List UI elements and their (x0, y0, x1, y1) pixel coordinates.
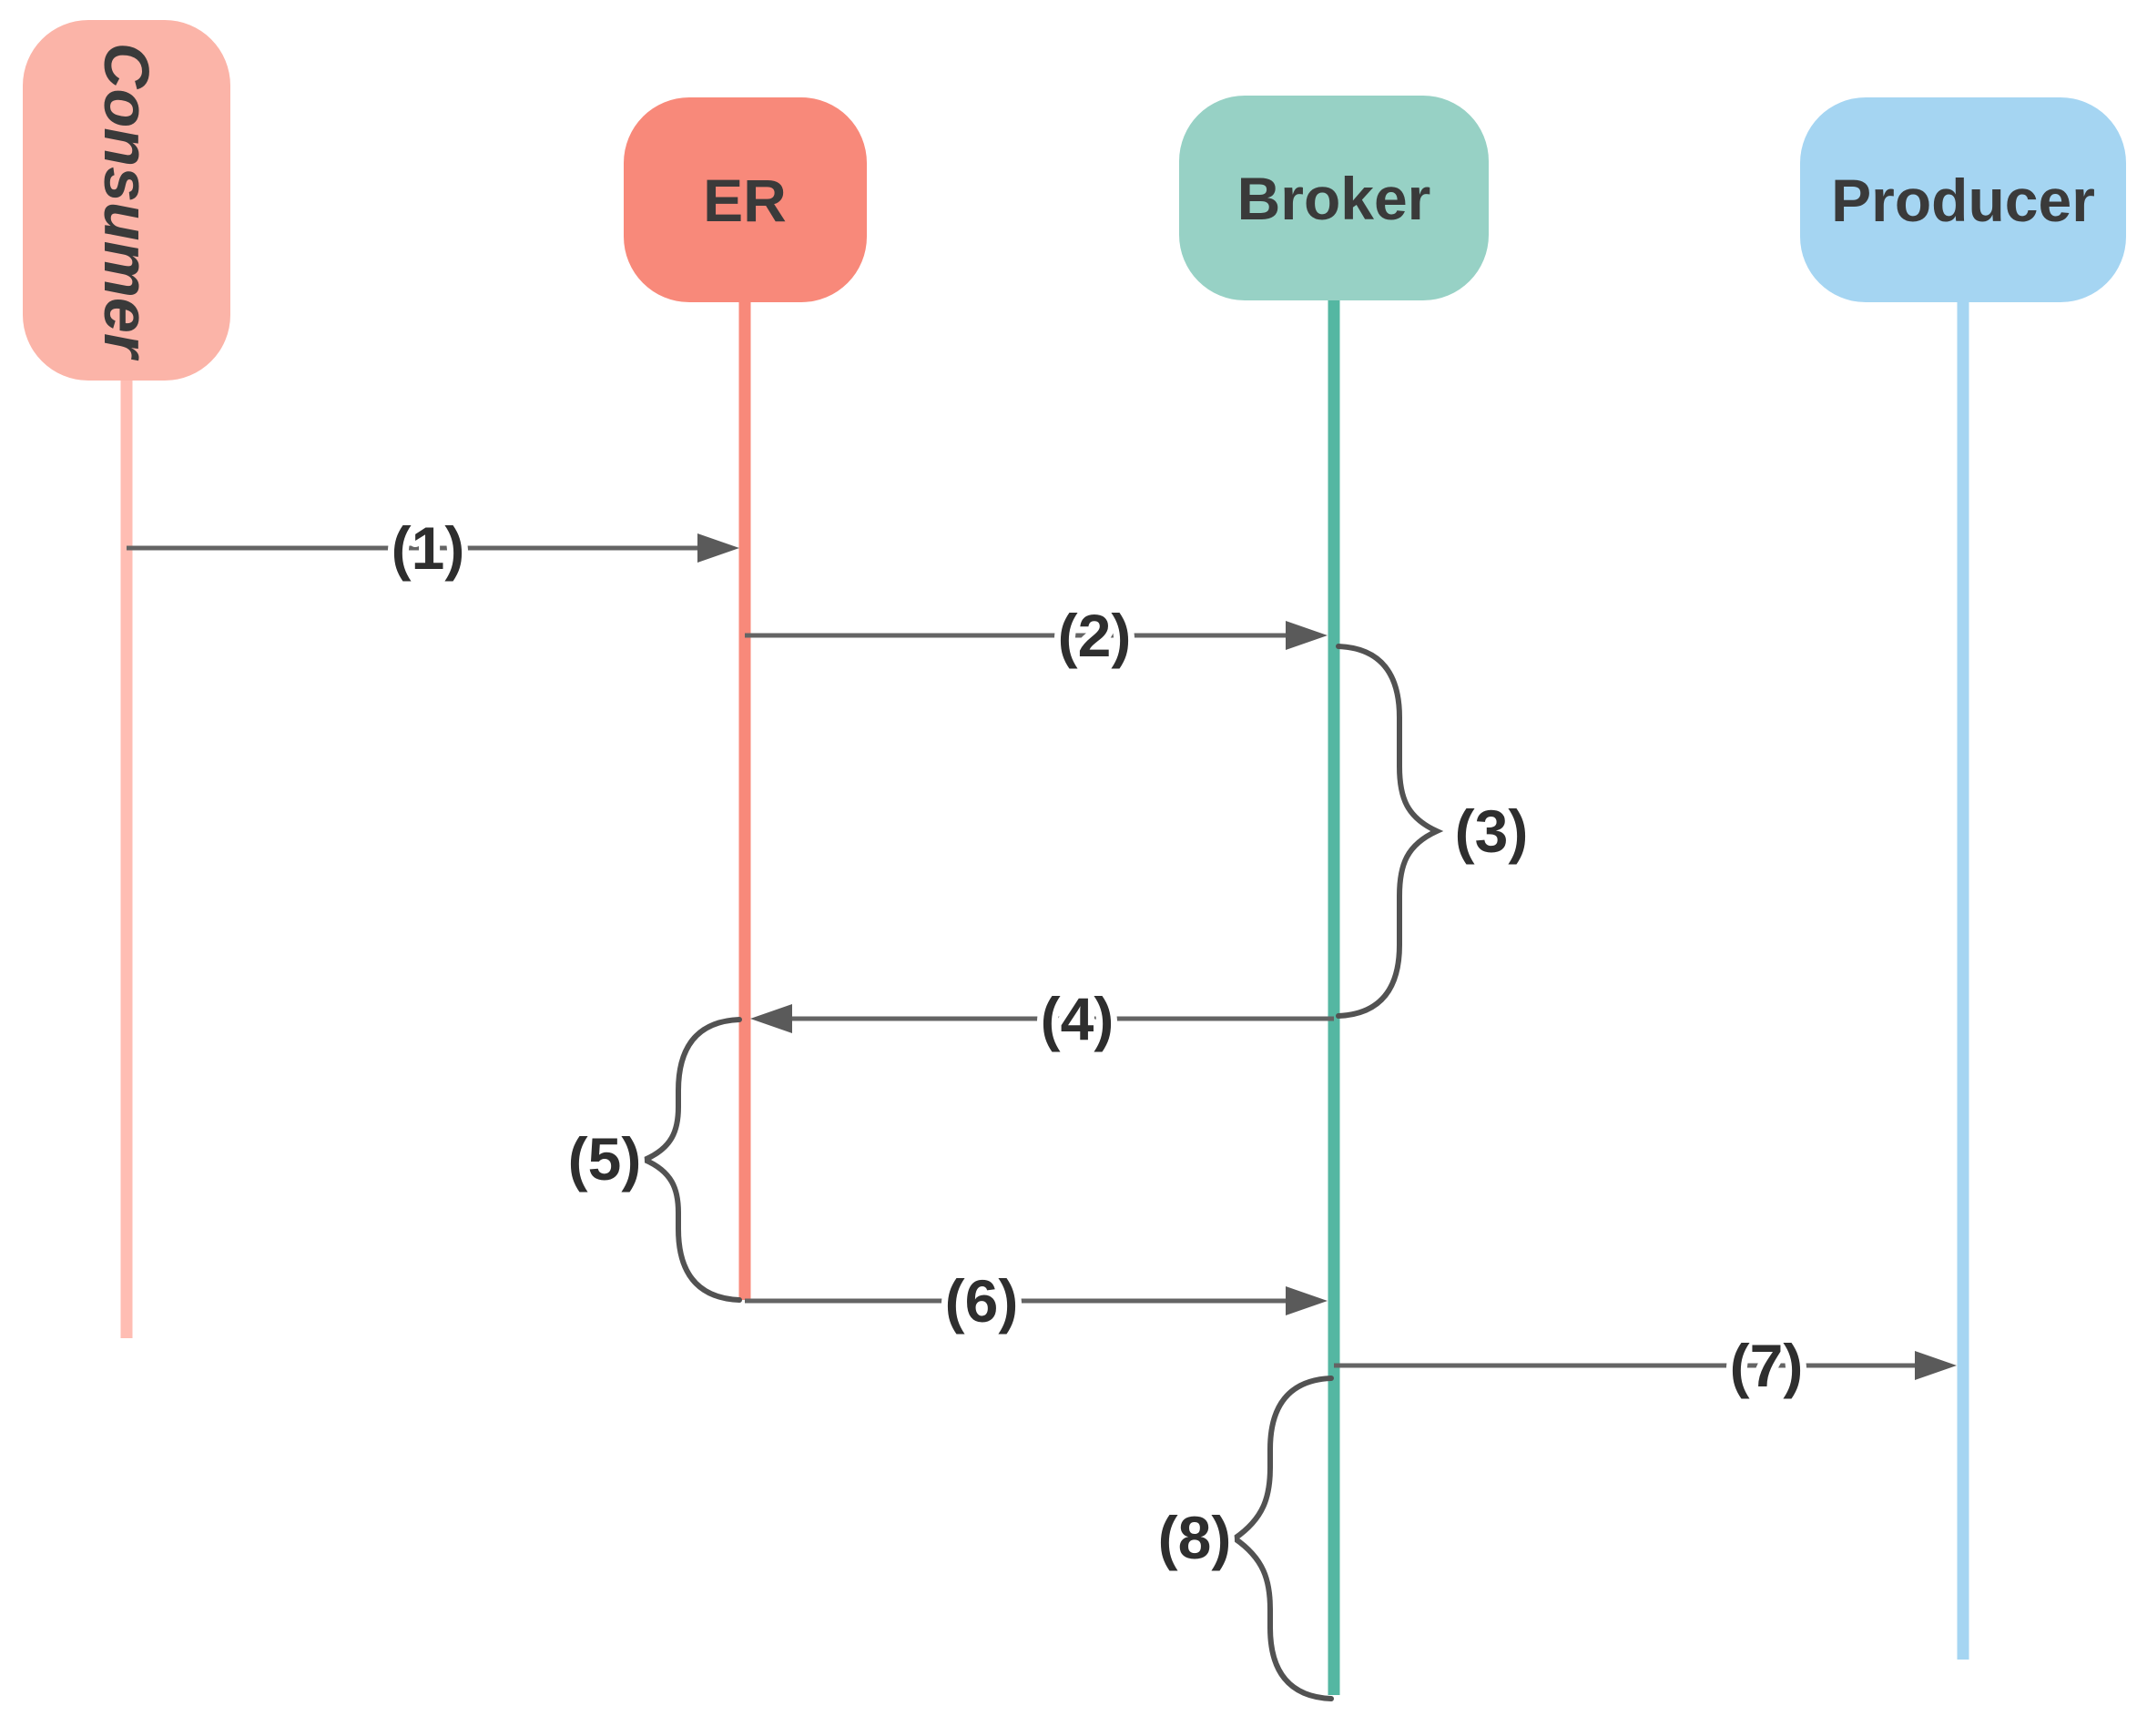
message-7: (7) (1334, 1325, 1957, 1406)
actor-consumer-label: Consumer (91, 43, 162, 361)
self-process-8: (8) (1152, 1376, 1334, 1701)
message-7-arrowhead-icon (1915, 1351, 1957, 1380)
self-process-5-label: (5) (568, 1125, 642, 1193)
actor-consumer-box (23, 20, 230, 381)
message-2: (2) (745, 595, 1328, 675)
self-process-3-label: (3) (1455, 797, 1529, 865)
actor-producer-label: Producer (1831, 167, 2095, 234)
self-process-8-brace (1229, 1376, 1334, 1701)
actor-producer: Producer (1800, 97, 2126, 302)
message-2-label: (2) (1058, 602, 1132, 669)
actor-producer-box (1800, 97, 2126, 302)
message-6: (6) (745, 1261, 1328, 1341)
actor-er-label: ER (703, 167, 787, 234)
message-4: (4) (750, 979, 1334, 1059)
message-1: (1) (127, 508, 739, 588)
actor-broker: Broker (1179, 96, 1489, 300)
message-4-arrowhead-icon (750, 1004, 792, 1033)
message-7-label: (7) (1730, 1332, 1804, 1399)
message-1-arrowhead-icon (697, 533, 739, 563)
self-process-5: (5) (562, 1017, 742, 1303)
actor-er-box (624, 97, 867, 302)
self-process-5-brace (637, 1017, 742, 1303)
message-1-label: (1) (392, 514, 465, 582)
message-4-label: (4) (1041, 985, 1114, 1052)
self-process-3-brace (1336, 644, 1444, 1019)
actor-er: ER (624, 97, 867, 302)
actor-broker-label: Broker (1237, 165, 1431, 232)
self-process-3: (3) (1336, 644, 1534, 1019)
message-2-arrowhead-icon (1286, 621, 1328, 650)
actor-consumer: Consumer (23, 20, 230, 381)
message-6-arrowhead-icon (1286, 1286, 1328, 1315)
self-process-8-label: (8) (1158, 1504, 1232, 1571)
message-6-label: (6) (945, 1267, 1019, 1335)
actor-broker-box (1179, 96, 1489, 300)
